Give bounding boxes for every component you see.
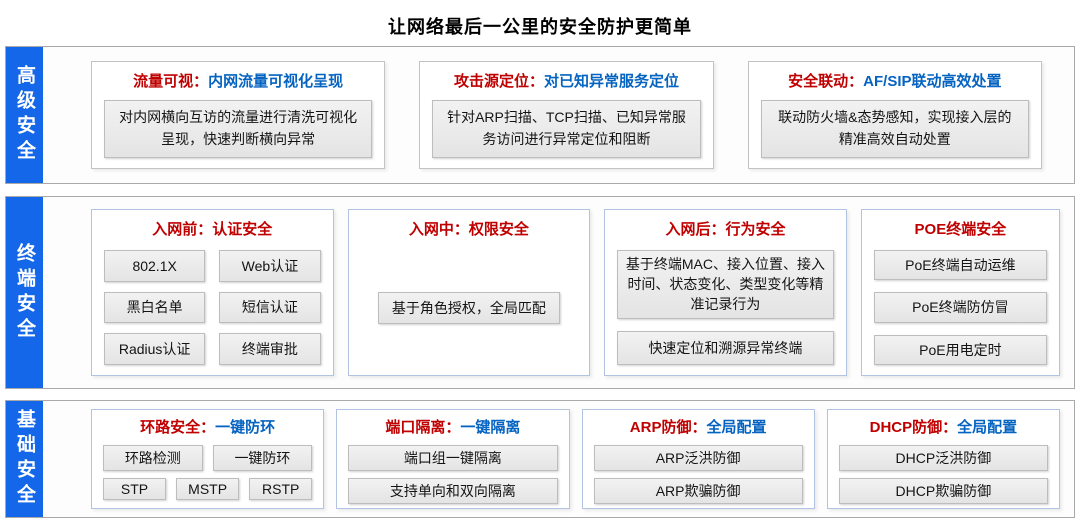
feature-item: ARP欺骗防御 [593, 478, 803, 504]
feature-item: 快速定位和溯源异常终端 [617, 330, 834, 365]
card-post-access-behavior-title: 入网后：行为安全 [617, 220, 834, 240]
feature-item: ARP泛洪防御 [593, 445, 803, 471]
card-attack-source-location-body: 针对ARP扫描、TCP扫描、已知异常服务访问进行异常定位和阻断 [432, 100, 701, 158]
card-arp-defense-title: ARP防御：全局配置 [594, 418, 803, 438]
band-advanced-security: 高级安全 流量可视：内网流量可视化呈现 对内网横向互访的流量进行清洗可视化呈现，… [5, 46, 1075, 184]
card-title-blue: 对已知异常服务定位 [543, 73, 679, 90]
feature-item: DHCP欺骗防御 [838, 478, 1048, 504]
card-title-red: 端口隔离： [385, 419, 461, 436]
card-pre-access-auth: 入网前：认证安全 802.1X Web认证 黑白名单 短信认证 Radius认证… [91, 209, 334, 376]
card-security-linkage: 安全联动：AF/SIP联动高效处置 联动防火墙&态势感知，实现接入层的精准高效自… [747, 61, 1042, 169]
card-title-red: POE终端安全 [914, 221, 1007, 238]
feature-item: 基于角色授权，全局匹配 [377, 291, 560, 324]
feature-item: MSTP [176, 478, 240, 500]
card-pre-access-auth-title: 入网前：认证安全 [104, 220, 321, 240]
feature-item: 环路检测 [103, 445, 203, 471]
band-tab-basic-security: 基础安全 [6, 401, 43, 517]
band-basic-security: 基础安全 环路安全：一键防环 环路检测 一键防环 STP MSTP RSTP [5, 400, 1075, 518]
card-title-red: 流量可视： [133, 73, 209, 90]
band-tab-advanced-security: 高级安全 [6, 47, 43, 183]
band-advanced-security-body: 流量可视：内网流量可视化呈现 对内网横向互访的流量进行清洗可视化呈现，快速判断横… [43, 47, 1074, 183]
card-title-red: 环路安全： [140, 419, 216, 436]
loop-security-row-2: STP MSTP RSTP [103, 478, 313, 500]
page-title: 让网络最后一公里的安全防护更简单 [388, 17, 692, 37]
feature-item: PoE终端自动运维 [873, 250, 1047, 281]
card-title-blue: 一键隔离 [460, 419, 521, 436]
card-loop-security-title: 环路安全：一键防环 [103, 418, 312, 438]
card-poe-terminal-security-title: POE终端安全 [874, 220, 1047, 240]
feature-item: 端口组一键隔离 [348, 445, 558, 471]
feature-item: DHCP泛洪防御 [838, 445, 1048, 471]
feature-item: 黑白名单 [104, 291, 206, 324]
feature-item: Radius认证 [104, 333, 206, 365]
feature-item: 支持单向和双向隔离 [348, 478, 558, 504]
feature-item: Web认证 [219, 250, 321, 282]
band-basic-security-body: 环路安全：一键防环 环路检测 一键防环 STP MSTP RSTP 端 [43, 401, 1074, 517]
poe-items: PoE终端自动运维 PoE终端防仿冒 PoE用电定时 [873, 250, 1047, 365]
feature-item: 802.1X [104, 250, 206, 282]
band-tab-terminal-security: 终端安全 [6, 197, 43, 388]
feature-item: 短信认证 [219, 291, 321, 324]
card-security-linkage-title: 安全联动：AF/SIP联动高效处置 [761, 72, 1029, 92]
card-title-red: 入网前：认证安全 [152, 221, 273, 238]
auth-items-grid: 802.1X Web认证 黑白名单 短信认证 Radius认证 终端审批 [104, 250, 321, 365]
card-arp-defense: ARP防御：全局配置 ARP泛洪防御 ARP欺骗防御 [581, 409, 815, 509]
behavior-items: 基于终端MAC、接入位置、接入时间、状态变化、类型变化等精准记录行为 快速定位和… [617, 250, 834, 365]
card-security-linkage-body: 联动防火墙&态势感知，实现接入层的精准高效自动处置 [760, 100, 1029, 158]
dhcp-defense-items: DHCP泛洪防御 DHCP欺骗防御 [838, 445, 1048, 504]
card-poe-terminal-security: POE终端安全 PoE终端自动运维 PoE终端防仿冒 PoE用电定时 [860, 209, 1060, 376]
card-dhcp-defense-title: DHCP防御：全局配置 [839, 418, 1048, 438]
card-in-access-permission: 入网中：权限安全 基于角色授权，全局匹配 [347, 209, 591, 376]
card-traffic-visibility-body: 对内网横向互访的流量进行清洗可视化呈现，快速判断横向异常 [104, 100, 373, 158]
card-title-blue: AF/SIP联动高效处置 [863, 73, 1002, 90]
card-attack-source-location: 攻击源定位：对已知异常服务定位 针对ARP扫描、TCP扫描、已知异常服务访问进行… [419, 61, 714, 169]
card-attack-source-location-title: 攻击源定位：对已知异常服务定位 [432, 72, 700, 92]
card-title-blue: 内网流量可视化呈现 [208, 73, 344, 90]
card-title-red: 攻击源定位： [453, 73, 544, 90]
feature-item: 基于终端MAC、接入位置、接入时间、状态变化、类型变化等精准记录行为 [617, 250, 834, 319]
card-title-red: ARP防御： [629, 419, 707, 436]
loop-security-row-1: 环路检测 一键防环 [103, 445, 313, 471]
feature-item: PoE终端防仿冒 [873, 292, 1047, 323]
card-loop-security: 环路安全：一键防环 环路检测 一键防环 STP MSTP RSTP [91, 409, 325, 509]
band-terminal-security: 终端安全 入网前：认证安全 802.1X Web认证 黑白名单 短信认证 Rad… [5, 196, 1075, 389]
card-title-blue: 全局配置 [706, 419, 767, 436]
port-isolation-items: 端口组一键隔离 支持单向和双向隔离 [348, 445, 558, 504]
permission-item-area: 基于角色授权，全局匹配 [361, 250, 578, 365]
card-title-blue: 全局配置 [957, 419, 1018, 436]
card-port-isolation: 端口隔离：一键隔离 端口组一键隔离 支持单向和双向隔离 [336, 409, 570, 509]
arp-defense-items: ARP泛洪防御 ARP欺骗防御 [593, 445, 803, 504]
card-title-red: 入网中：权限安全 [408, 221, 529, 238]
card-title-red: 安全联动： [788, 73, 864, 90]
card-title-red: DHCP防御： [869, 419, 958, 436]
feature-item: PoE用电定时 [873, 334, 1047, 365]
card-dhcp-defense: DHCP防御：全局配置 DHCP泛洪防御 DHCP欺骗防御 [826, 409, 1060, 509]
loop-security-items: 环路检测 一键防环 STP MSTP RSTP [103, 445, 313, 500]
card-in-access-permission-title: 入网中：权限安全 [361, 220, 578, 240]
card-title-red: 入网后：行为安全 [665, 221, 786, 238]
feature-item: RSTP [249, 478, 313, 500]
feature-item: 一键防环 [212, 445, 313, 471]
feature-item: STP [103, 478, 167, 500]
card-post-access-behavior: 入网后：行为安全 基于终端MAC、接入位置、接入时间、状态变化、类型变化等精准记… [604, 209, 847, 376]
card-port-isolation-title: 端口隔离：一键隔离 [348, 418, 557, 438]
card-traffic-visibility: 流量可视：内网流量可视化呈现 对内网横向互访的流量进行清洗可视化呈现，快速判断横… [91, 61, 386, 169]
card-title-blue: 一键防环 [215, 419, 276, 436]
feature-item: 终端审批 [219, 333, 321, 365]
band-terminal-security-body: 入网前：认证安全 802.1X Web认证 黑白名单 短信认证 Radius认证… [43, 197, 1074, 388]
card-traffic-visibility-title: 流量可视：内网流量可视化呈现 [104, 72, 372, 92]
